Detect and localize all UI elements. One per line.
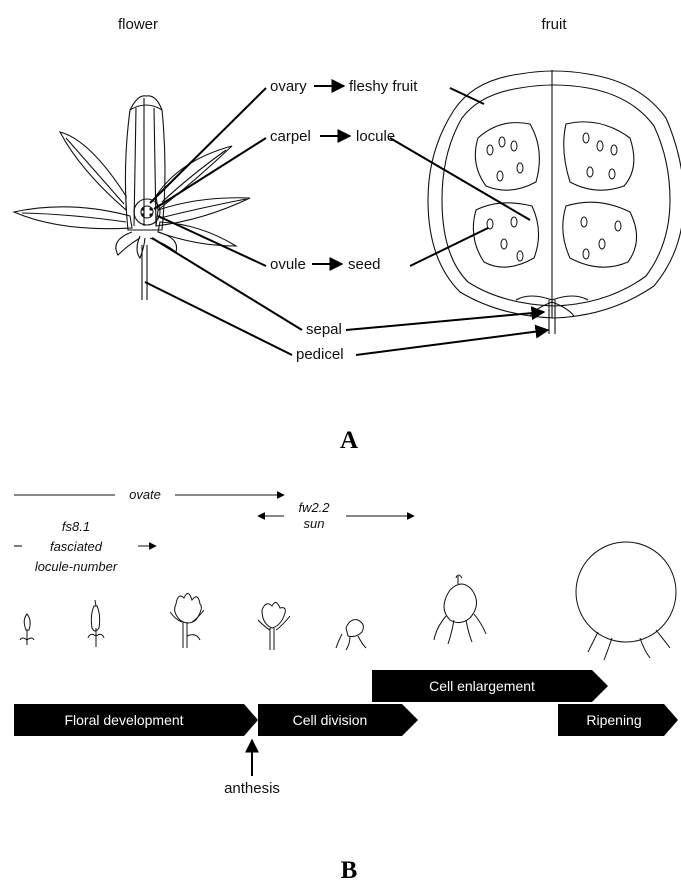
panel-label-b: B	[341, 857, 358, 884]
label-fleshy-fruit: fleshy fruit	[349, 78, 418, 95]
label-carpel: carpel	[270, 128, 311, 145]
label-anthesis: anthesis	[224, 780, 280, 797]
label-ovary: ovary	[270, 78, 307, 95]
gene-timeline: ovate fw2.2 sun fs8.1 fasciated locule-n…	[14, 487, 414, 574]
gene-sun: sun	[304, 516, 325, 531]
stage-ripening: Ripening	[586, 712, 641, 728]
fruit-illustration	[428, 70, 681, 334]
stage-floral-development: Floral development	[64, 712, 183, 728]
stage-cell-division: Cell division	[293, 712, 368, 728]
label-sepal: sepal	[306, 321, 342, 338]
gene-fasciated: fasciated	[50, 539, 103, 554]
flower-title: flower	[118, 16, 158, 33]
gene-ovate: ovate	[129, 487, 161, 502]
label-seed: seed	[348, 256, 381, 273]
stage-cell-enlargement: Cell enlargement	[429, 678, 535, 694]
gene-fs81: fs8.1	[62, 519, 90, 534]
flower-illustration	[14, 96, 250, 300]
stage-bars: Floral development Cell division Cell en…	[14, 670, 678, 736]
development-sketches	[20, 542, 676, 660]
label-pedicel: pedicel	[296, 346, 344, 363]
panel-label-a: A	[340, 427, 358, 454]
label-ovule: ovule	[270, 256, 306, 273]
label-locule: locule	[356, 128, 395, 145]
gene-locule-number: locule-number	[35, 559, 118, 574]
fruit-title: fruit	[541, 16, 567, 33]
gene-fw22: fw2.2	[298, 500, 330, 515]
